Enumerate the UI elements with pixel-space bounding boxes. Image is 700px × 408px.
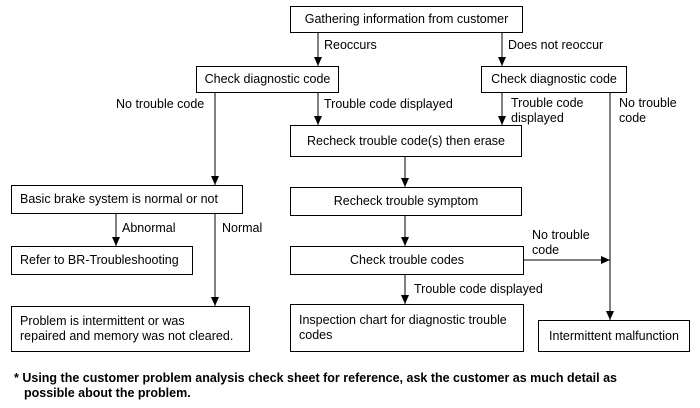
footnote: * Using the customer problem analysis ch… [14,371,694,401]
inspection-chart-line2: codes [299,328,333,342]
check-trouble-codes-text: Check trouble codes [350,253,464,267]
label-no-trouble-right-1: No trouble [619,96,677,110]
label-trouble-code-right-2: displayed [511,111,564,125]
label-trouble-code-displayed-bottom: Trouble code displayed [414,282,543,296]
intermittent-malfunction-box: Intermittent malfunction [538,320,690,352]
problem-intermittent-box: Problem is intermittent or was repaired … [11,306,250,352]
recheck-erase-box: Recheck trouble code(s) then erase [290,125,522,157]
footnote-line1: * Using the customer problem analysis ch… [14,371,618,385]
label-does-not-reoccur: Does not reoccur [508,38,604,52]
basic-brake-text: Basic brake system is normal or not [20,192,218,206]
check-diagnostic-code-left-text: Check diagnostic code [204,72,331,86]
recheck-erase-text: Recheck trouble code(s) then erase [306,133,506,148]
problem-intermittent-line1: Problem is intermittent or was [20,314,185,328]
gather-info-box: Gathering information from customer [290,6,523,33]
refer-br-text: Refer to BR-Troubleshooting [20,253,179,267]
inspection-chart-box: Inspection chart for diagnostic trouble … [290,304,524,352]
label-trouble-code-right-1: Trouble code [511,96,584,110]
check-diagnostic-code-right-box: Check diagnostic code [481,66,627,93]
label-trouble-code-displayed-mid: Trouble code displayed [324,97,453,111]
label-no-trouble-code-left: No trouble code [116,97,205,111]
label-no-trouble-mid-1: No trouble [532,228,590,242]
check-diagnostic-code-right-text: Check diagnostic code [491,72,617,86]
label-no-trouble-right-2: code [619,111,647,125]
label-reoccurs: Reoccurs [324,38,377,52]
label-normal: Normal [222,221,263,235]
intermittent-malfunction-text: Intermittent malfunction [549,328,679,343]
label-no-trouble-mid-2: code [532,243,560,257]
recheck-symptom-text: Recheck trouble symptom [333,194,479,208]
gather-info-text: Gathering information from customer [304,12,509,26]
inspection-chart-line1: Inspection chart for diagnostic trouble [299,313,507,327]
label-abnormal: Abnormal [122,221,176,235]
footnote-line2: possible about the problem. [24,386,191,400]
recheck-symptom-box: Recheck trouble symptom [290,187,522,216]
problem-intermittent-line2: repaired and memory was not cleared. [20,329,234,343]
refer-br-box: Refer to BR-Troubleshooting [11,246,193,275]
check-trouble-codes-box: Check trouble codes [290,246,524,275]
basic-brake-box: Basic brake system is normal or not [11,185,243,214]
check-diagnostic-code-left-box: Check diagnostic code [196,66,339,93]
